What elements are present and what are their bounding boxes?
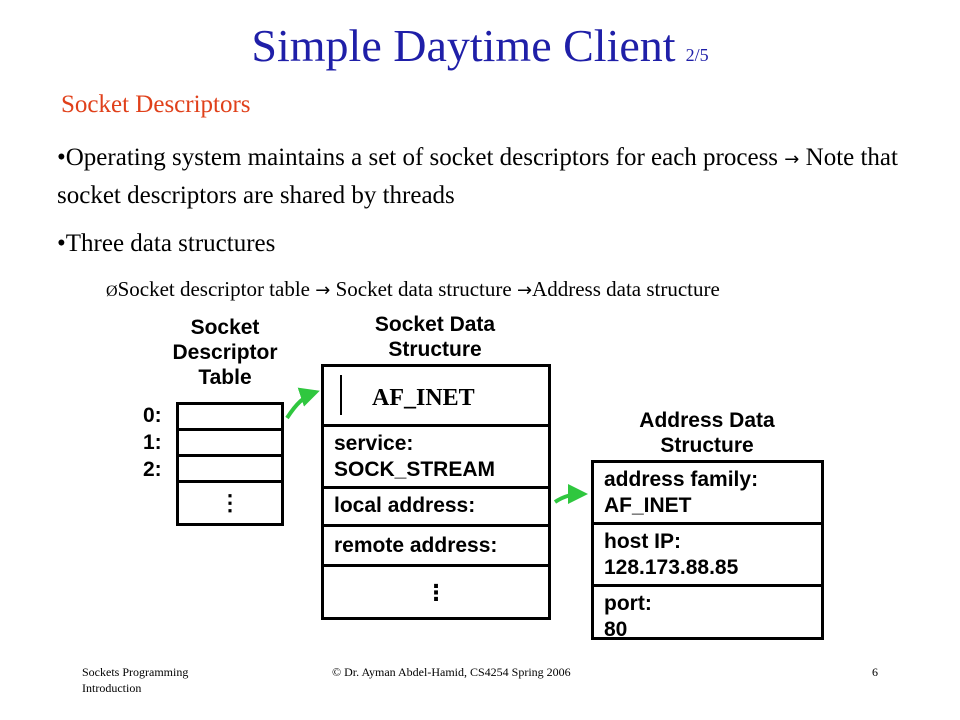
descriptor-slot-2 [179, 457, 281, 483]
arrow-socket-to-address [553, 484, 588, 505]
arrow-right-icon: → [784, 149, 800, 170]
address-port-label: port: [604, 592, 652, 615]
descriptor-table: ⋮ [176, 402, 284, 526]
descriptor-title-line: Socket [190, 316, 260, 339]
address-family-label: address family: [604, 468, 759, 491]
address-data-structure-title: Address Data Structure [596, 408, 818, 458]
address-host-cell: host IP: 128.173.88.85 [594, 525, 821, 587]
sub-bullet: ØSocket descriptor table → Socket data s… [106, 274, 720, 307]
sub-bullet-marker: Ø [106, 283, 118, 300]
socket-remote-address-cell: remote address: [324, 527, 548, 567]
sub-bullet-part2: Socket data structure [335, 277, 512, 301]
socket-service-value: SOCK_STREAM [334, 458, 496, 481]
descriptor-ellipsis: ⋮ [219, 490, 241, 515]
address-family-cell: address family: AF_INET [594, 463, 821, 525]
arrow-right-icon: → [516, 280, 533, 301]
socket-local-address-cell: local address: [324, 489, 548, 527]
descriptor-title-line: Descriptor [172, 341, 278, 364]
footer-left: Sockets Programming Introduction [82, 664, 188, 696]
socket-service-cell: service: SOCK_STREAM [324, 427, 548, 489]
address-title-line: Address Data [639, 409, 775, 432]
title-text: Simple Daytime Client [251, 20, 676, 71]
address-host-value: 128.173.88.85 [604, 556, 739, 579]
sub-bullet-part3: Address data structure [532, 277, 720, 301]
socket-family-cell: AF_INET [324, 367, 548, 427]
descriptor-slot-1 [179, 431, 281, 457]
descriptor-table-title: Socket Descriptor Table [150, 315, 300, 390]
address-port-cell: port: 80 [594, 587, 821, 643]
descriptor-title-line: Table [198, 366, 252, 389]
footer-center: © Dr. Ayman Abdel-Hamid, CS4254 Spring 2… [332, 665, 571, 679]
bullet-text-2: Note that socket descriptors are shared … [57, 144, 898, 209]
socket-service-label: service: [334, 432, 414, 455]
socket-data-structure-title: Socket Data Structure [330, 312, 540, 362]
footer-page-number: 6 [872, 665, 878, 679]
address-port-value: 80 [604, 618, 628, 641]
footer-left-line1: Sockets Programming [82, 665, 189, 679]
socket-title-line: Socket Data [374, 313, 496, 336]
subheading: Socket Descriptors [61, 91, 251, 118]
bullet-three-structures: •Three data structures [57, 230, 276, 257]
socket-title-line: Structure [388, 338, 482, 361]
socket-data-structure: AF_INET service: SOCK_STREAM local addre… [321, 364, 551, 620]
descriptor-index-1: 1: [143, 431, 162, 454]
arrow-right-icon: → [315, 280, 331, 301]
descriptor-index-2: 2: [143, 458, 162, 481]
address-family-value: AF_INET [604, 494, 692, 517]
bullet-text-1: •Operating system maintains a set of soc… [57, 144, 779, 171]
socket-ellipsis: ⋮ [425, 580, 447, 605]
socket-family-value: AF_INET [368, 385, 479, 411]
address-title-line: Structure [660, 434, 754, 457]
slide-title: Simple Daytime Client 2/5 [0, 18, 960, 83]
address-host-label: host IP: [604, 530, 681, 553]
bullet-os-descriptors: •Operating system maintains a set of soc… [57, 140, 907, 214]
divider [340, 375, 342, 415]
page-indicator: 2/5 [685, 45, 709, 65]
footer-left-line2: Introduction [82, 681, 142, 695]
address-data-structure: address family: AF_INET host IP: 128.173… [591, 460, 824, 643]
sub-bullet-part1: Socket descriptor table [117, 277, 310, 301]
descriptor-slot-0 [179, 405, 281, 431]
descriptor-index-0: 0: [143, 404, 162, 427]
arrow-descriptor-to-socket [285, 387, 320, 420]
